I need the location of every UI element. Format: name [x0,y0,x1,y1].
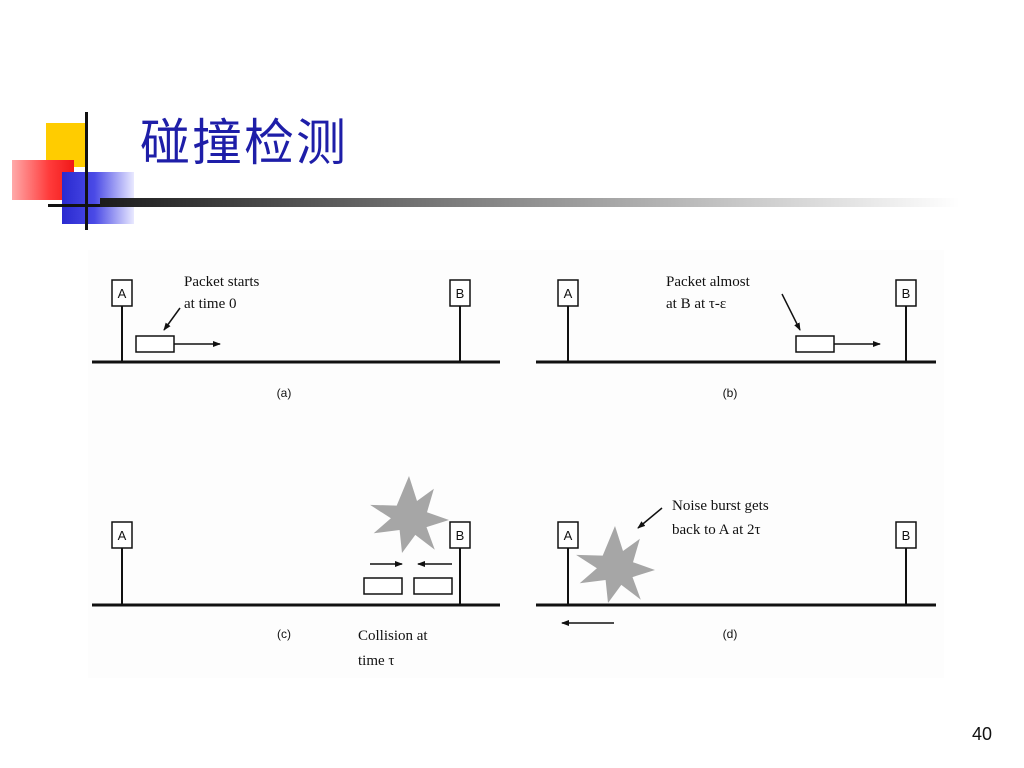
figure-svg: A B Packet starts at time 0 (a) [92,274,936,669]
packet-from-a [363,577,403,595]
caption-line-2: at time 0 [184,296,237,312]
station-b: B [449,279,471,362]
panel-tag: (b) [723,386,738,400]
caption-line-2: back to A at 2τ [672,522,761,538]
collision-detection-figure: A B Packet starts at time 0 (a) [88,250,944,678]
station-a-label: A [564,286,573,301]
caption-line-1: Noise burst gets [672,498,769,514]
panel-tag: (d) [723,627,738,641]
panel-tag: (c) [277,627,291,641]
station-b-label: B [902,286,911,301]
station-b: B [895,521,917,605]
station-b-label: B [456,528,465,543]
panel-d: A B Noise burst gets back to A at 2τ (d) [536,498,936,641]
panel-a: A B Packet starts at time 0 (a) [92,274,500,400]
panel-tag: (a) [277,386,292,400]
caption-line-2: time τ [358,653,394,669]
caption-line-1: Packet starts [184,274,260,290]
page-number: 40 [971,724,992,744]
station-a: A [557,279,579,362]
title-decoration-horizontal-line [48,204,118,207]
caption-pointer-arrow [637,507,663,529]
station-b-label: B [902,528,911,543]
packet [135,335,175,353]
station-b: B [449,521,471,605]
station-b-label: B [456,286,465,301]
caption-line-2: at B at τ-ε [666,296,726,312]
noise-burst [370,476,449,553]
slide-title: 碰撞检测 [140,114,348,172]
caption-pointer-arrow [781,293,801,331]
noise-burst [576,526,655,603]
packet-from-b [413,577,453,595]
title-decoration-yellow-square [46,123,88,167]
packet [795,335,835,353]
station-a: A [111,279,133,362]
panel-b: A B Packet almost at B at τ-ε (b) [536,274,936,400]
panel-c: A B (c) Collision at time τ [92,476,500,669]
caption-line-1: Packet almost [666,274,751,290]
station-a: A [111,521,133,605]
title-decoration-vertical-line [85,112,88,230]
caption-line-1: Collision at [358,628,428,644]
caption-pointer-arrow [163,307,181,331]
station-b: B [895,279,917,362]
station-a: A [557,521,579,605]
station-a-label: A [118,528,127,543]
station-a-label: A [564,528,573,543]
station-a-label: A [118,286,127,301]
title-underline-rule [100,198,960,207]
